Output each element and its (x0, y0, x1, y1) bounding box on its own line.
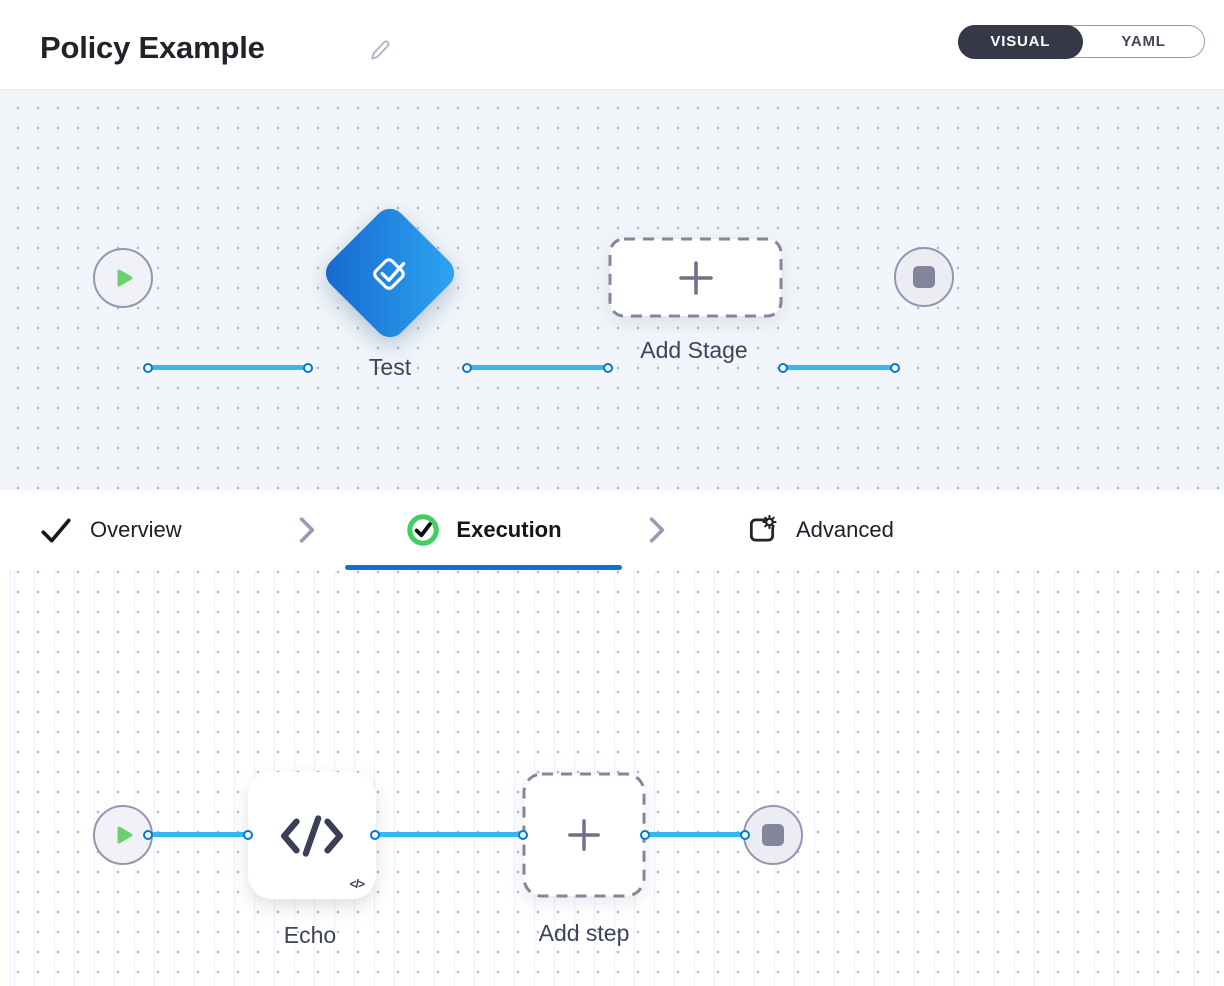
step-node-echo[interactable]: </> (248, 772, 376, 899)
connector-port[interactable] (462, 362, 472, 373)
edge (462, 362, 613, 373)
panel-gear-icon (749, 514, 777, 542)
stage-label: Test (368, 354, 412, 380)
plus-icon (678, 260, 713, 295)
edge (778, 362, 900, 373)
pencil-icon (371, 40, 390, 60)
stage-canvas[interactable]: Test Add Stage (0, 90, 1224, 490)
edge (370, 829, 528, 840)
chevron-right-icon (649, 517, 665, 543)
diamond-check-icon (373, 258, 406, 290)
chevron-right-icon (299, 517, 315, 543)
connector-port[interactable] (640, 829, 650, 840)
active-tab-underline (345, 565, 622, 570)
pipeline-start-node (93, 248, 153, 308)
add-stage-label: Add Stage (640, 337, 748, 363)
stop-icon (913, 266, 935, 288)
stage-tabbar: Overview Execution (0, 490, 1224, 570)
page-title: Policy Example (40, 30, 265, 65)
execution-end-node (743, 805, 803, 865)
tab-advanced[interactable]: Advanced (746, 490, 894, 570)
edit-title-button[interactable] (368, 38, 394, 64)
tab-label: Execution (456, 517, 562, 542)
stage-node-test[interactable] (319, 202, 461, 344)
add-step-button[interactable] (522, 772, 646, 898)
connector-port[interactable] (890, 362, 900, 373)
plus-icon (568, 819, 600, 851)
edge (143, 362, 313, 373)
edge (640, 829, 750, 840)
tab-label: Overview (90, 517, 182, 542)
connector-port[interactable] (143, 829, 153, 840)
add-step-label: Add step (538, 920, 630, 946)
check-circle-icon (407, 514, 440, 546)
code-icon (281, 814, 343, 857)
step-label: Echo (283, 922, 337, 948)
connector-port[interactable] (303, 362, 313, 373)
execution-canvas[interactable]: </> Echo Add step (0, 570, 1224, 986)
toggle-yaml-button[interactable]: YAML (1083, 26, 1204, 57)
header: Policy Example VISUAL YAML (0, 0, 1224, 90)
toggle-visual-button[interactable]: VISUAL (957, 24, 1084, 59)
pipeline-end-node (894, 247, 954, 307)
check-icon (41, 518, 71, 543)
connector-port[interactable] (740, 829, 750, 840)
stop-icon (762, 824, 784, 846)
connector-port[interactable] (370, 829, 380, 840)
add-stage-button[interactable] (608, 237, 783, 318)
connector-port[interactable] (243, 829, 253, 840)
play-icon (117, 269, 133, 287)
tab-overview[interactable]: Overview (40, 490, 182, 570)
tab-execution[interactable]: Execution (345, 490, 622, 570)
play-icon (117, 826, 133, 844)
visual-yaml-toggle: VISUAL YAML (957, 24, 1205, 59)
step-type-badge: </> (349, 877, 365, 891)
stage-diamond (319, 202, 461, 344)
connector-port[interactable] (778, 362, 788, 373)
connector-port[interactable] (143, 362, 153, 373)
connector-port[interactable] (603, 362, 613, 373)
tab-label: Advanced (796, 517, 894, 542)
connector-port[interactable] (518, 829, 528, 840)
edge (143, 829, 253, 840)
